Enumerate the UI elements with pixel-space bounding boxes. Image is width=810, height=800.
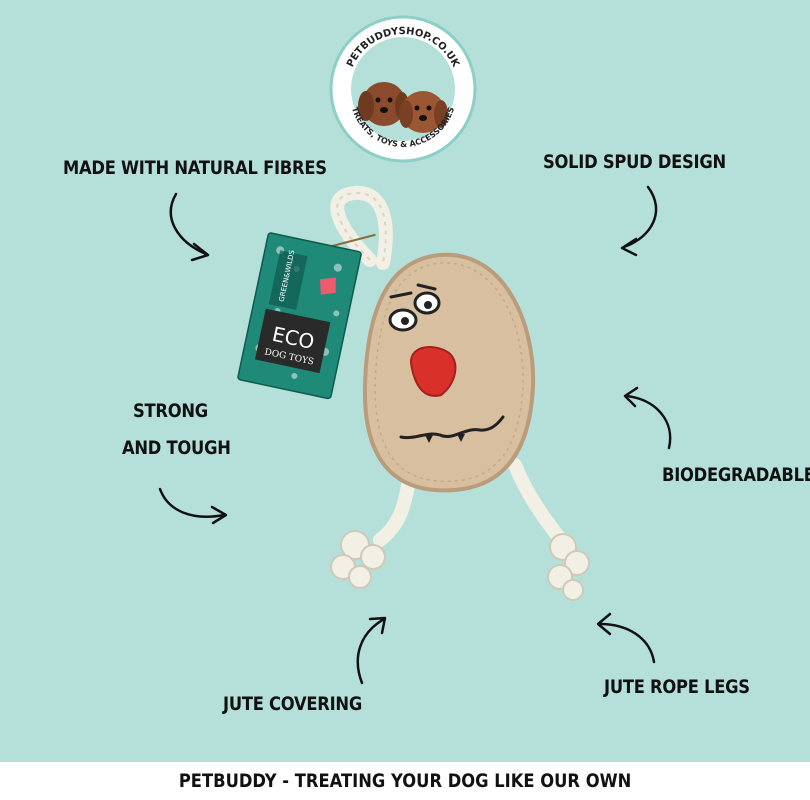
dog-icon-left [358, 82, 409, 126]
arrow-icon-jute-covering [356, 616, 387, 685]
arrow-icon-jute-rope-legs [596, 612, 656, 664]
feature-solid-spud: SOLID SPUD DESIGN [543, 151, 726, 173]
footer-tagline: PETBUDDY - TREATING YOUR DOG LIKE OUR OW… [178, 770, 632, 792]
dog-icon-right [399, 91, 448, 133]
feature-strong-line2: AND TOUGH [122, 437, 231, 459]
spud-toy-image: ECO DOG TOYS GREEN&WILDS [237, 186, 590, 601]
petbuddy-logo: PETBUDDYSHOP.CO.UK TREATS, TOYS & ACCESS… [329, 15, 477, 163]
product-infographic: PETBUDDYSHOP.CO.UK TREATS, TOYS & ACCESS… [63, 15, 810, 715]
eye-icon [388, 283, 441, 332]
rope-knot-left [330, 530, 386, 589]
mouth-icon [399, 415, 505, 440]
feature-natural-fibres: MADE WITH NATURAL FIBRES [63, 157, 327, 179]
feature-biodegradable: BIODEGRADABLE [662, 464, 810, 486]
arrow-icon-natural-fibres [169, 192, 210, 262]
eco-product-tag: ECO DOG TOYS GREEN&WILDS [237, 232, 376, 400]
arrow-icon-strong [158, 487, 228, 525]
nose-icon [409, 346, 457, 397]
feature-jute-covering: JUTE COVERING [223, 693, 362, 715]
feature-jute-rope-legs: JUTE ROPE LEGS [604, 676, 750, 698]
arrow-icon-biodegradable [623, 386, 672, 450]
feature-strong-line1: STRONG [133, 400, 208, 422]
rope-knot-right [547, 533, 590, 601]
arrow-icon-solid-spud [620, 185, 658, 257]
footer-banner: PETBUDDY - TREATING YOUR DOG LIKE OUR OW… [0, 762, 810, 800]
